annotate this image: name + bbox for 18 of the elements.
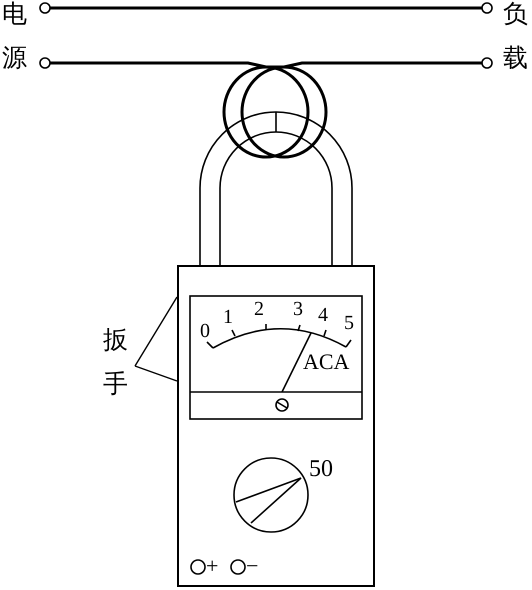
leader-line [134,365,178,382]
scale-number: 4 [318,305,328,325]
wire [39,57,493,158]
polarity-sign: + [206,555,218,577]
unit-label: ACA [303,351,350,373]
wrench-handle-label: 扳手 [103,318,133,406]
range-label: 50 [309,457,333,481]
scale-number: 0 [200,321,210,341]
leader-line [134,296,178,366]
scale-number: 5 [344,313,354,333]
polarity-sign: − [246,555,258,577]
scale-number: 3 [293,299,303,319]
scale-number: 1 [223,307,233,327]
wire [39,2,493,14]
load-label: 负载 [503,0,531,80]
meter-body [177,265,375,587]
scale-number: 2 [254,299,264,319]
power-source-label: 电源 [2,0,38,80]
